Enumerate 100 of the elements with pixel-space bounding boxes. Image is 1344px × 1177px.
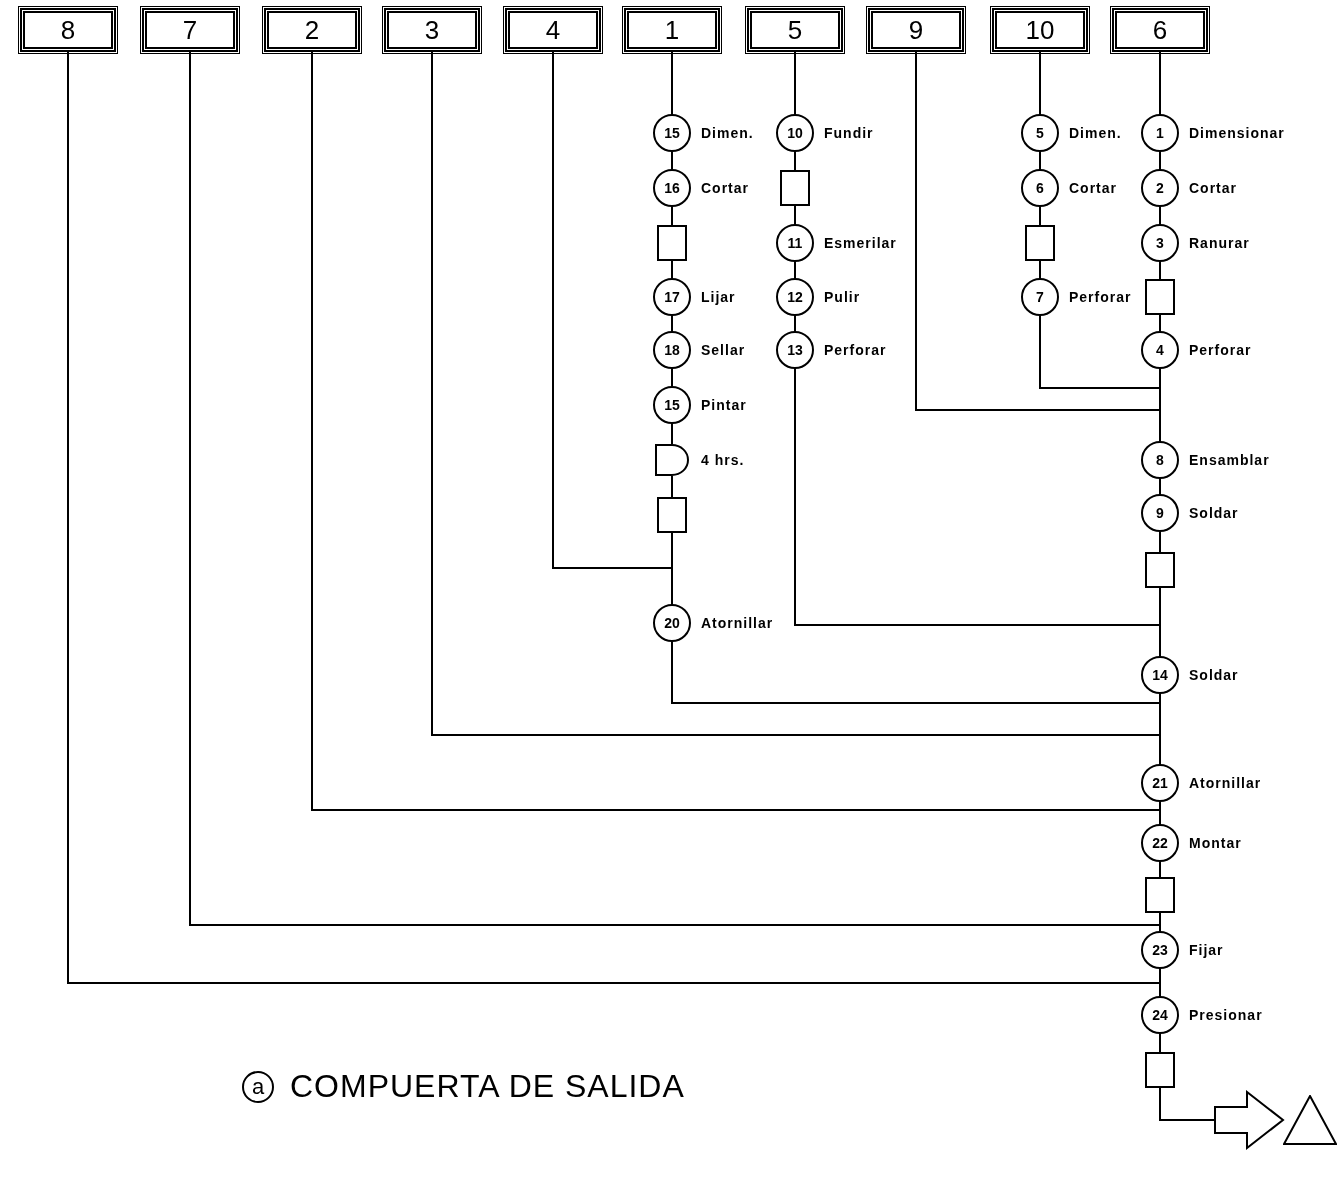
operation-number: 15 (664, 125, 680, 141)
inspection-square (1145, 877, 1175, 913)
operation-number: 4 (1156, 342, 1164, 358)
part-number-box (747, 8, 843, 52)
operation-number: 23 (1152, 942, 1168, 958)
operation-circle (653, 114, 691, 152)
inspection-square (657, 497, 687, 533)
operation-number: 16 (664, 180, 680, 196)
operation-label: Dimensionar (1189, 124, 1285, 142)
operation-number: 24 (1152, 1007, 1168, 1023)
flow-line (1159, 51, 1161, 115)
operation-label: Pintar (701, 396, 747, 414)
part-number: 6 (1152, 14, 1168, 46)
operation-circle (776, 224, 814, 262)
flow-line (1159, 587, 1161, 657)
operation-label: Sellar (701, 341, 746, 359)
operation-circle (1141, 169, 1179, 207)
part-number: 2 (304, 14, 320, 46)
operation-label: Perforar (1069, 288, 1132, 306)
operation-number: 3 (1156, 235, 1164, 251)
flow-line (1159, 261, 1161, 280)
part-number-box (624, 8, 720, 52)
operation-label: Montar (1189, 834, 1242, 852)
flow-line (794, 261, 796, 279)
operation-circle (1141, 494, 1179, 532)
flow-line (671, 315, 673, 332)
operation-label: Soldar (1189, 666, 1239, 684)
operation-circle (776, 278, 814, 316)
operation-label: Esmerilar (824, 234, 897, 252)
part-number: 9 (908, 14, 924, 46)
operation-circle (1141, 996, 1179, 1034)
part-number: 7 (182, 14, 198, 46)
operation-number: 11 (787, 235, 803, 251)
part-number-box (142, 8, 238, 52)
operation-circle (1141, 764, 1179, 802)
operation-circle (1021, 278, 1059, 316)
part-number: 5 (787, 14, 803, 46)
inspection-square (780, 170, 810, 206)
part-number: 1 (664, 14, 680, 46)
part-number-box (1112, 8, 1208, 52)
flow-line (1039, 206, 1041, 226)
operation-circle (653, 331, 691, 369)
operation-label: Ensamblar (1189, 451, 1270, 469)
operation-label: Soldar (1189, 504, 1239, 522)
operation-label: Perforar (824, 341, 887, 359)
operation-circle (1141, 441, 1179, 479)
operation-label: Atornillar (701, 614, 774, 632)
operation-label: Fijar (1189, 941, 1224, 959)
operation-label: Cortar (1189, 179, 1237, 197)
operation-number: 12 (787, 289, 803, 305)
flow-line (1159, 531, 1161, 553)
operation-number: 7 (1036, 289, 1044, 305)
part-number: 3 (424, 14, 440, 46)
flow-line (1039, 260, 1041, 279)
operation-label: Ranurar (1189, 234, 1250, 252)
inspection-square (657, 225, 687, 261)
flow-line (671, 368, 673, 387)
operation-circle (1021, 169, 1059, 207)
flow-line (1159, 861, 1161, 878)
inspection-square (1145, 552, 1175, 588)
flow-line (1039, 151, 1041, 170)
operation-number: 6 (1036, 180, 1044, 196)
operation-number: 1 (1156, 125, 1164, 141)
flow-line (794, 151, 796, 171)
operation-circle (1141, 824, 1179, 862)
flow-line (794, 315, 796, 332)
inspection-square (1145, 279, 1175, 315)
flow-line (671, 423, 673, 445)
part-number-box (384, 8, 480, 52)
operation-number: 2 (1156, 180, 1164, 196)
operation-label: Presionar (1189, 1006, 1263, 1024)
flow-line (671, 151, 673, 170)
operation-circle (1141, 656, 1179, 694)
part-number: 4 (545, 14, 561, 46)
operation-number: 8 (1156, 452, 1164, 468)
delay-symbol (655, 444, 689, 476)
operation-label: Dimen. (1069, 124, 1122, 142)
operation-label: Pulir (824, 288, 861, 306)
operation-number: 22 (1152, 835, 1168, 851)
flow-line (671, 51, 673, 115)
flow-line (1039, 51, 1041, 115)
operation-label: Lijar (701, 288, 736, 306)
operation-circle (653, 278, 691, 316)
operation-label: Atornillar (1189, 774, 1262, 792)
operation-number: 21 (1152, 775, 1168, 791)
flow-line (1159, 478, 1161, 495)
flow-line (671, 260, 673, 279)
inspection-square (1145, 1052, 1175, 1088)
operation-label: 4 hrs. (701, 451, 745, 469)
operation-circle (1021, 114, 1059, 152)
part-number-box (868, 8, 964, 52)
operation-label: Cortar (1069, 179, 1117, 197)
operation-number: 10 (787, 125, 803, 141)
part-number-box (992, 8, 1088, 52)
flow-line (1159, 1033, 1161, 1053)
flow-line (1159, 314, 1161, 332)
operation-number: 20 (664, 615, 680, 631)
operation-label: Dimen. (701, 124, 754, 142)
operation-label: Cortar (701, 179, 749, 197)
flow-line (794, 205, 796, 225)
